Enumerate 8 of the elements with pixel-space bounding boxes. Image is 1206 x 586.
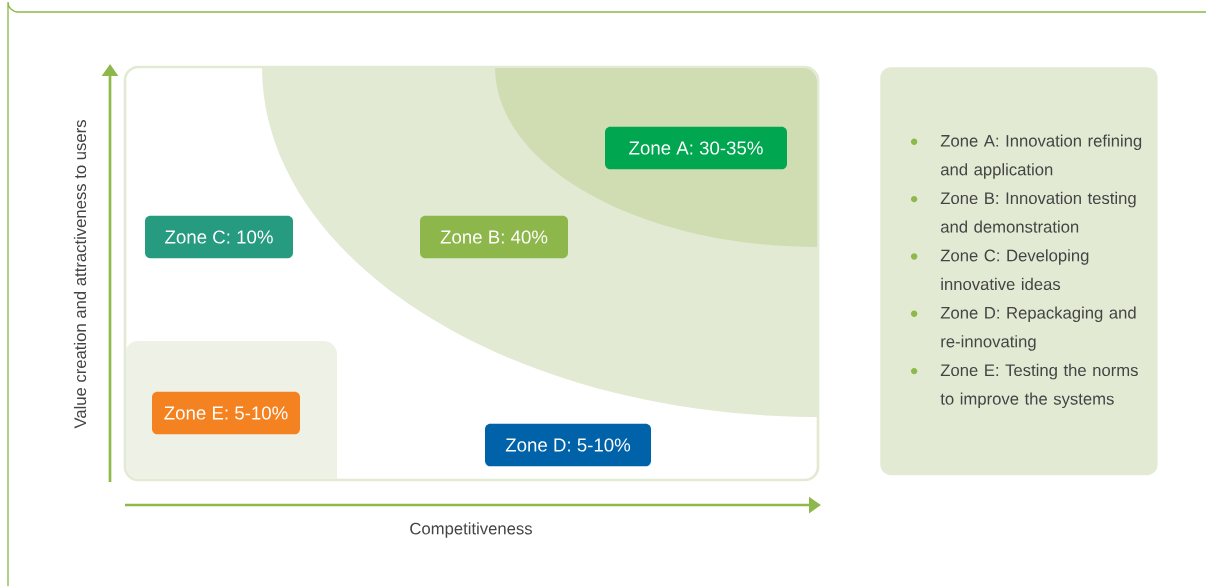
info-panel: Zone A: Innovation refining and application Zone B: Innovation testing and demonstration Zone C: Developing innovative ideas Zone D: Repackaging and re-innovating Zone E: Testing the norms to improve the systems <box>880 67 1158 476</box>
zone-box: Zone D: 5-10% <box>485 423 651 467</box>
zone-box: Zone A: 30-35% <box>605 126 787 170</box>
zone-box: Zone E: 5-10% <box>152 391 300 435</box>
axis-label: Competitiveness <box>410 522 532 538</box>
zone-box: Zone B: 40% <box>420 215 568 259</box>
zone-box: Zone C: 10% <box>145 215 293 259</box>
axis-label: Value creation and attractiveness to users <box>73 120 87 429</box>
